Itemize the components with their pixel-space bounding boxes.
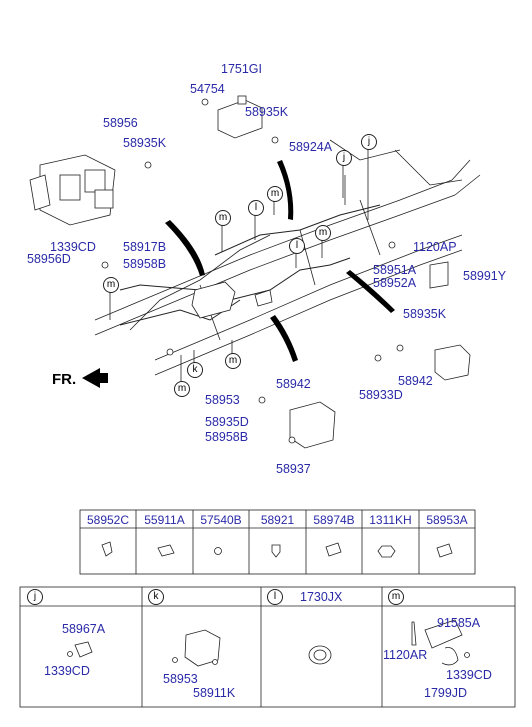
part-number: 54754 — [190, 82, 225, 96]
callout-m: m — [215, 210, 231, 226]
union-fitting-icon — [325, 542, 342, 557]
part-number: 58924A — [289, 140, 333, 154]
part-number: 58937 — [276, 462, 311, 476]
hydraulic-unit-top — [217, 95, 263, 139]
parts-table-icons — [101, 541, 453, 558]
front-arrow-icon — [82, 368, 108, 388]
callout-m: m — [315, 225, 331, 241]
part-number: 58967A — [62, 622, 106, 636]
part-number: 58991Y — [463, 269, 507, 283]
part-number: 58911K — [193, 686, 236, 700]
callout-l: l — [289, 238, 305, 254]
part-number: 58935K — [123, 136, 167, 150]
clip-icon — [214, 547, 222, 555]
detail-box-l-letter: l — [267, 589, 283, 605]
bracket-m-icon — [424, 619, 463, 649]
callout-m: m — [103, 277, 119, 293]
detail-box-l-title: 1730JX — [300, 590, 343, 604]
part-number: 1339CD — [44, 664, 90, 678]
tee-fitting-icon — [271, 544, 281, 558]
callout-l: l — [248, 200, 264, 216]
table-header: 57540B — [200, 513, 242, 527]
callout-k: k — [187, 362, 203, 378]
table-header: 58921 — [260, 513, 295, 527]
table-header: 55911A — [144, 513, 185, 527]
valve-center — [191, 281, 471, 449]
callout-j: j — [336, 150, 352, 166]
part-number: 58956D — [27, 252, 71, 266]
part-number: 58952A — [373, 276, 417, 290]
connector-icon — [157, 544, 175, 557]
part-number: 58942 — [276, 377, 311, 391]
front-direction-label: FR. — [52, 371, 77, 388]
callout-j: j — [361, 134, 377, 150]
callout-m: m — [225, 353, 241, 369]
callout-m: m — [267, 186, 283, 202]
table-header: 58952C — [86, 513, 130, 527]
detail-box-m-letter: m — [388, 589, 404, 605]
part-number: 1799JD — [424, 686, 468, 700]
part-number: 58958B — [205, 430, 249, 444]
detail-box-k-letter: k — [148, 589, 164, 605]
part-number: 58933D — [359, 388, 403, 402]
detail-boxes-grid — [19, 586, 516, 708]
fittings — [101, 98, 449, 444]
part-number: 1339CD — [446, 668, 492, 682]
callout-stems — [109, 148, 369, 382]
part-number: 58956 — [103, 116, 138, 130]
part-number: 58951A — [373, 263, 417, 277]
hydraulic-unit-left — [29, 154, 116, 226]
callout-m: m — [174, 381, 190, 397]
part-number: 58935D — [205, 415, 249, 429]
table-header: 58974B — [313, 513, 355, 527]
bracket-j-icon — [74, 641, 93, 658]
detail-box-j-letter: j — [27, 589, 43, 605]
clamp-m-icon — [441, 647, 459, 666]
detail-parts — [67, 619, 470, 667]
part-number: 58953 — [163, 672, 198, 686]
table-header: 1311KH — [369, 513, 412, 527]
part-number: 58953 — [205, 393, 240, 407]
table-header: 58953A — [426, 513, 468, 527]
part-number: 1120AR — [383, 648, 428, 662]
part-number: 58935K — [245, 105, 289, 119]
nut-icon — [377, 545, 396, 558]
part-number: 58958B — [123, 257, 167, 271]
part-number: 58935K — [403, 307, 447, 321]
flare-fitting-icon — [436, 543, 453, 558]
part-number: 58942 — [398, 374, 433, 388]
part-number: 58917B — [123, 240, 167, 254]
part-number: 1751GI — [221, 62, 263, 76]
part-number: 91585A — [437, 616, 481, 630]
parts-table-grid — [79, 509, 476, 575]
part-number: 1339CD — [50, 240, 96, 254]
leader-swooshes — [165, 160, 395, 362]
bracket-icon — [101, 541, 113, 557]
abs-sensor-icon — [184, 629, 221, 667]
part-number: 1120AP — [413, 240, 457, 254]
